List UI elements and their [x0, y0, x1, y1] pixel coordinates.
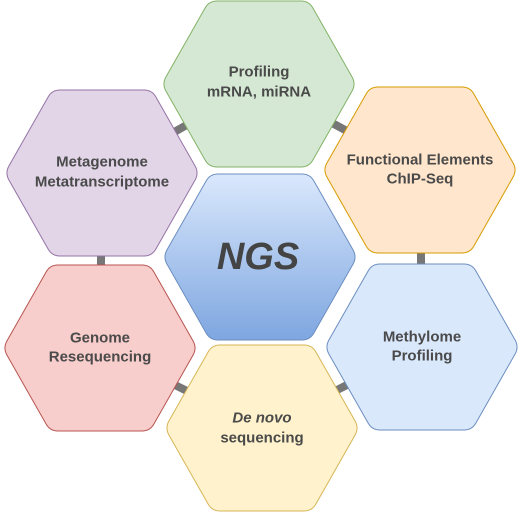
hexagon-denovo: De novo sequencing — [166, 344, 358, 512]
hexagon-genome-shape — [4, 264, 196, 432]
hexagon-profiling: Profiling mRNA, miRNA — [163, 0, 355, 168]
center-hexagon: NGS — [164, 173, 356, 341]
hexagon-functional-label-line1: Functional Elements — [347, 152, 494, 169]
hexagon-metagenome-shape — [6, 89, 198, 257]
hexagon-denovo-label-line1: De novo — [232, 410, 291, 427]
hexagon-methylome-label-line1: Methylome — [383, 329, 461, 346]
hexagon-genome-label-line2: Resequencing — [49, 349, 152, 366]
hexagon-metagenome-label-line2: Metatranscriptome — [35, 174, 169, 191]
hexagon-metagenome-label-line1: Metagenome — [56, 154, 148, 171]
center-hexagon-shape — [164, 173, 356, 341]
hexagon-denovo-shape — [166, 344, 358, 512]
hexagon-genome-label-line1: Genome — [70, 330, 130, 347]
hexagon-methylome-label-line2: Profiling — [392, 348, 453, 365]
hexagon-profiling-label-line1: Profiling — [229, 64, 290, 81]
center-label: NGS — [217, 236, 299, 278]
hexagon-functional-label-line2: ChIP-Seq — [387, 171, 454, 188]
hexagon-profiling-label-line2: mRNA, miRNA — [207, 84, 311, 101]
outer-hexagons: Profiling mRNA, miRNA Functional ElementsC… — [4, 0, 518, 512]
hexagon-functional-shape — [324, 86, 516, 254]
hexagon-profiling-shape — [163, 0, 355, 168]
hexagon-denovo-label-line2: sequencing — [220, 430, 303, 447]
hexagon-methylome-shape — [326, 263, 518, 431]
